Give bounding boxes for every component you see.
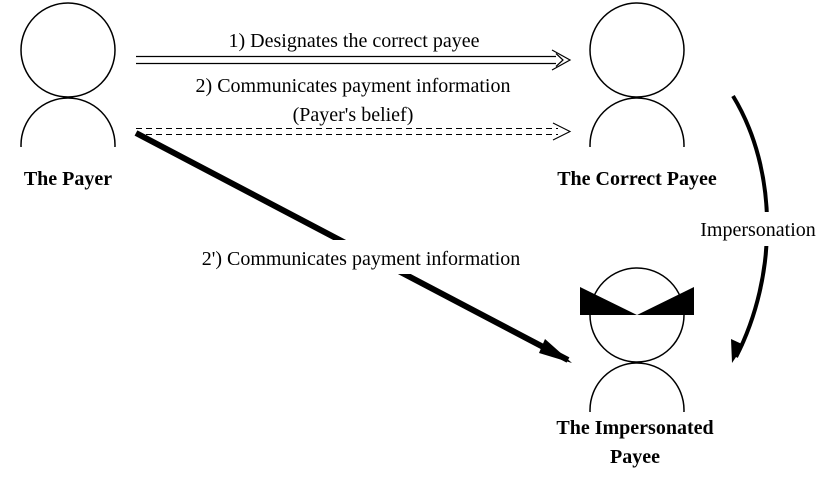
designates-label: 1) Designates the correct payee [229, 30, 480, 52]
impersonated-payee-label-line1: The Impersonated [556, 417, 713, 439]
actual-label-bg [166, 240, 556, 274]
communicates-actual-label: 2') Communicates payment information [202, 248, 521, 270]
correct-payee-figure [589, 2, 685, 147]
correct-payee-label: The Correct Payee [557, 168, 717, 190]
communicates-belief-label-line2: (Payer's belief) [293, 104, 414, 126]
correct-payee-head [589, 2, 685, 98]
payer-body [20, 97, 116, 147]
payer-label: The Payer [24, 168, 112, 190]
payer-head [20, 2, 116, 98]
impersonated-payee-label-line2: Payee [610, 446, 660, 468]
communicates-belief-arrow [136, 122, 572, 141]
communicates-belief-label-line1: 2) Communicates payment information [196, 75, 511, 97]
mask-icon [580, 287, 694, 315]
impersonation-label: Impersonation [700, 219, 816, 241]
impersonation-label-bg [686, 212, 830, 246]
impersonated-payee-body [589, 362, 685, 412]
payer-figure [20, 2, 116, 147]
correct-payee-body [589, 97, 685, 147]
designates-arrow [136, 49, 572, 71]
